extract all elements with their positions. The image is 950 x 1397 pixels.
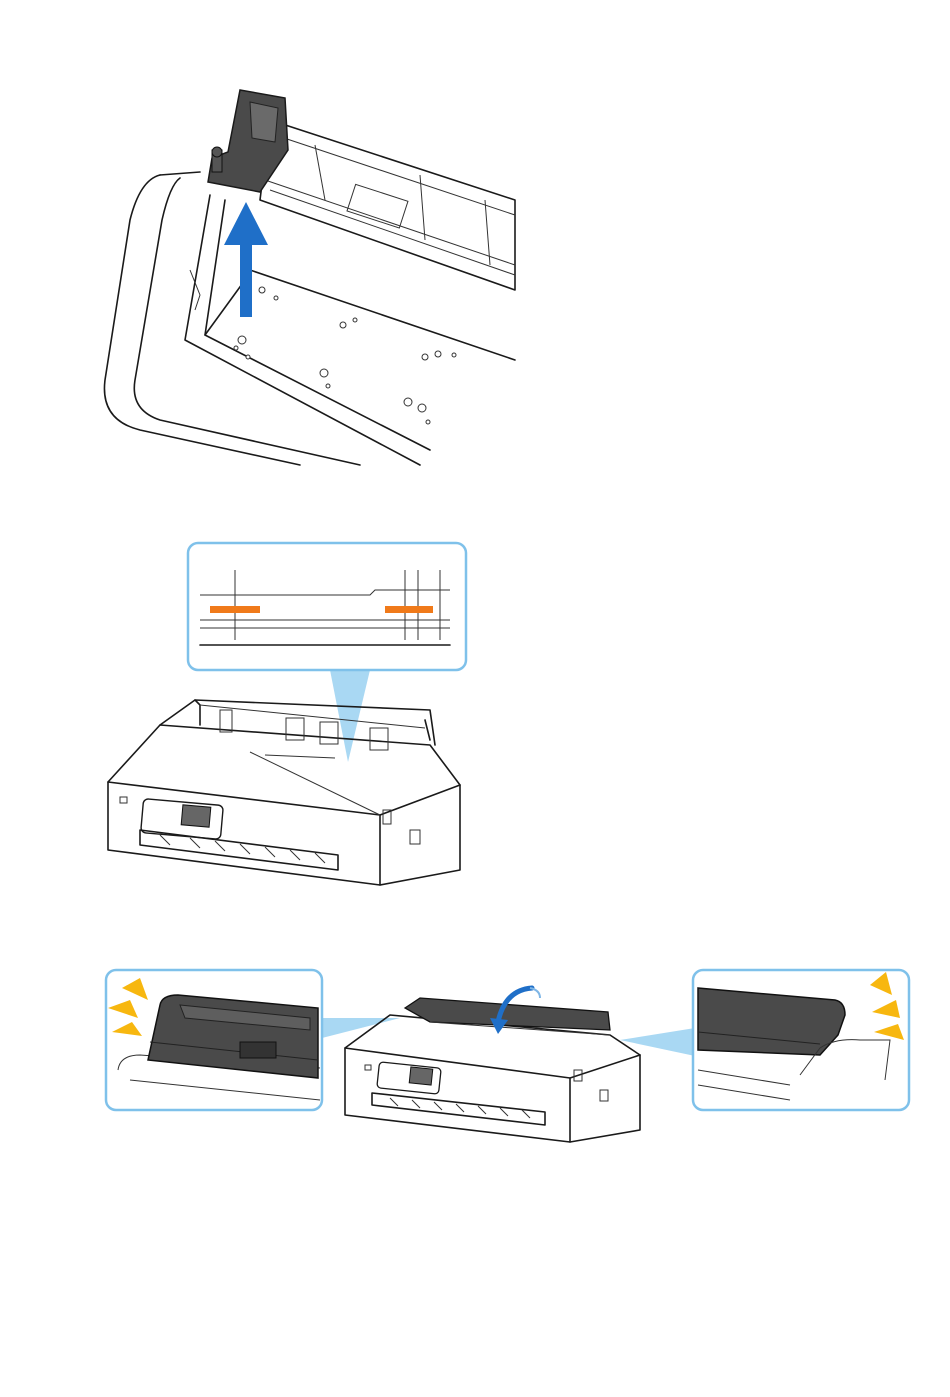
- callout-pointer: [330, 670, 370, 762]
- figure-check-alignment: [100, 540, 470, 890]
- zoom-callout: [188, 543, 466, 670]
- zoom-callout-right: [693, 970, 909, 1110]
- top-unit-line: [275, 135, 515, 215]
- tray-holes: [234, 287, 456, 424]
- printer-top-interior-illustration: [100, 80, 530, 470]
- top-unit-rib: [315, 145, 325, 200]
- alignment-mark-left: [210, 606, 260, 613]
- paper-holder-part: [208, 90, 288, 192]
- paper-holder-slot: [347, 184, 408, 228]
- top-unit-body: [260, 120, 515, 290]
- printer-illustration: [108, 700, 460, 885]
- zoom-callout-left: [106, 970, 322, 1110]
- alignment-mark-right: [385, 606, 433, 613]
- printer-cover-closing-illustration: [100, 960, 915, 1150]
- figure-remove-paper-holder: [100, 80, 530, 470]
- printer-body-edge: [104, 175, 300, 465]
- top-unit-line: [265, 180, 515, 265]
- printer-with-zoom-callout-illustration: [100, 540, 470, 890]
- callout-pointer-left: [322, 1018, 400, 1038]
- tray-left-corner: [205, 280, 245, 335]
- figure-close-top-cover: [100, 960, 915, 1150]
- callout-pointer-right: [620, 1028, 695, 1056]
- tray-floor-line: [250, 270, 515, 360]
- printer-corner: [160, 172, 200, 175]
